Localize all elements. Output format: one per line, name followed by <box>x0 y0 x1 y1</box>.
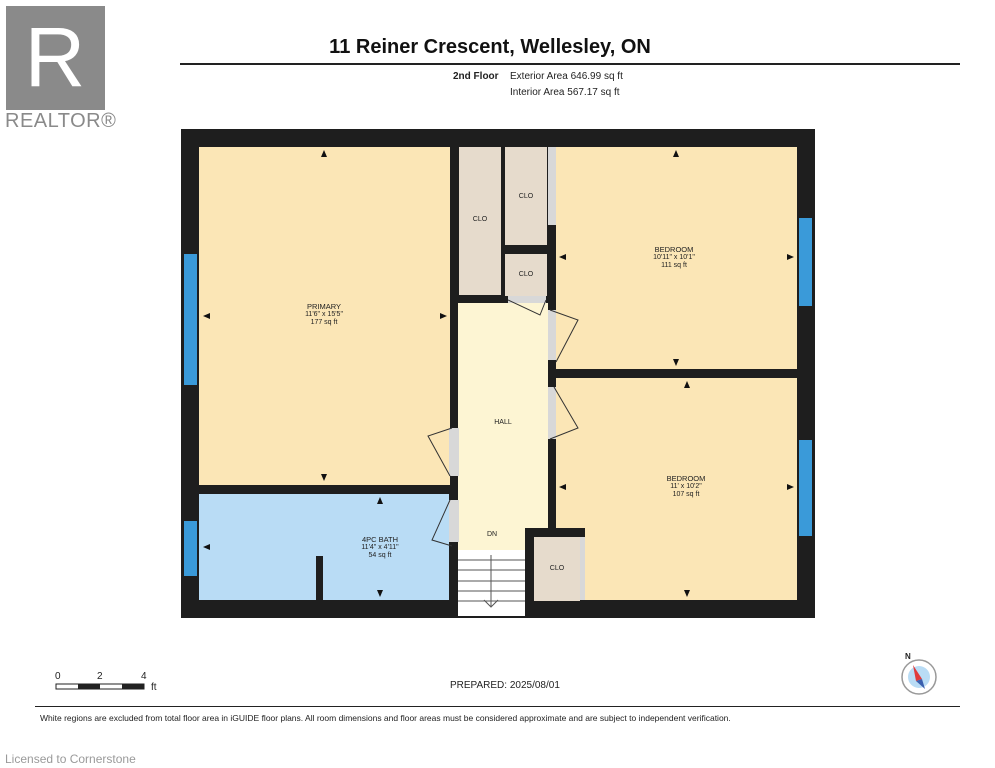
room-label-bedroom-1: BEDROOM 10'11" x 10'1" 111 sq ft <box>624 246 724 270</box>
closet-label: CLO <box>518 193 534 200</box>
room-dimensions: 11' x 10'2" <box>670 483 702 490</box>
interior-area: Interior Area 567.17 sq ft <box>510 87 620 98</box>
scale-bar: 0 2 4 ft <box>55 671 165 695</box>
room-name: BEDROOM <box>666 474 706 483</box>
room-label-bedroom-2: BEDROOM 11' x 10'2" 107 sq ft <box>636 475 736 499</box>
room-label-bath: 4PC BATH 11'4" x 4'11" 54 sq ft <box>325 536 435 560</box>
scale-tick: 2 <box>97 671 103 682</box>
scale-unit: ft <box>151 682 157 693</box>
prepared-date: PREPARED: 2025/08/01 <box>450 680 560 691</box>
bath-partition <box>316 556 323 602</box>
doors <box>427 147 585 600</box>
closet-3 <box>505 254 547 296</box>
realtor-logo-icon: R <box>6 6 105 110</box>
closet-4-wall <box>525 528 585 537</box>
scale-tick: 4 <box>141 671 147 682</box>
closet-label: CLO <box>549 565 565 572</box>
room-name: PRIMARY <box>306 302 342 311</box>
closet-label: CLO <box>472 216 488 223</box>
closet-2 <box>505 147 547 245</box>
room-label-hall: HALL <box>494 419 512 426</box>
page-title: 11 Reiner Crescent, Wellesley, ON <box>329 36 651 58</box>
scale-bar-graphic <box>55 683 145 690</box>
closet-4 <box>534 537 580 601</box>
room-dimensions: 11'6" x 15'5" <box>305 311 343 318</box>
compass-icon <box>901 659 937 695</box>
room-dimensions: 11'4" x 4'11" <box>361 544 399 551</box>
bedroom-2-room <box>556 378 797 600</box>
compass-north-label: N <box>905 652 911 661</box>
room-name: BEDROOM <box>654 245 694 254</box>
stair-steps <box>458 555 525 608</box>
windows <box>184 218 812 576</box>
scale-tick: 0 <box>55 671 61 682</box>
bath-room <box>199 494 449 600</box>
title-divider <box>180 63 960 65</box>
room-area: 107 sq ft <box>672 491 700 498</box>
room-area: 177 sq ft <box>310 319 338 326</box>
exterior-area: Exterior Area 646.99 sq ft <box>510 71 623 82</box>
room-name: 4PC BATH <box>361 535 399 544</box>
room-dimensions: 10'11" x 10'1" <box>653 254 695 261</box>
hall-room <box>458 303 548 550</box>
stairs-label: DN <box>486 531 498 538</box>
disclaimer-text: White regions are excluded from total fl… <box>40 713 731 723</box>
closet-1 <box>459 147 501 295</box>
closet-label: CLO <box>518 271 534 278</box>
footer-divider <box>35 706 960 707</box>
closet-4-wall-side <box>525 528 534 618</box>
primary-room <box>199 147 450 485</box>
logo-letter: R <box>25 10 86 104</box>
compass: N <box>900 652 940 696</box>
dimension-arrows <box>203 150 794 597</box>
license-text: Licensed to Cornerstone <box>5 752 136 766</box>
room-area: 54 sq ft <box>368 552 392 559</box>
floor-name: 2nd Floor <box>453 71 499 82</box>
bedroom-1-room <box>556 147 797 369</box>
realtor-wordmark: REALTOR® <box>5 110 117 132</box>
room-area: 111 sq ft <box>661 262 687 269</box>
room-label-primary: PRIMARY 11'6" x 15'5" 177 sq ft <box>274 303 374 327</box>
realtor-logo: R <box>6 6 105 110</box>
